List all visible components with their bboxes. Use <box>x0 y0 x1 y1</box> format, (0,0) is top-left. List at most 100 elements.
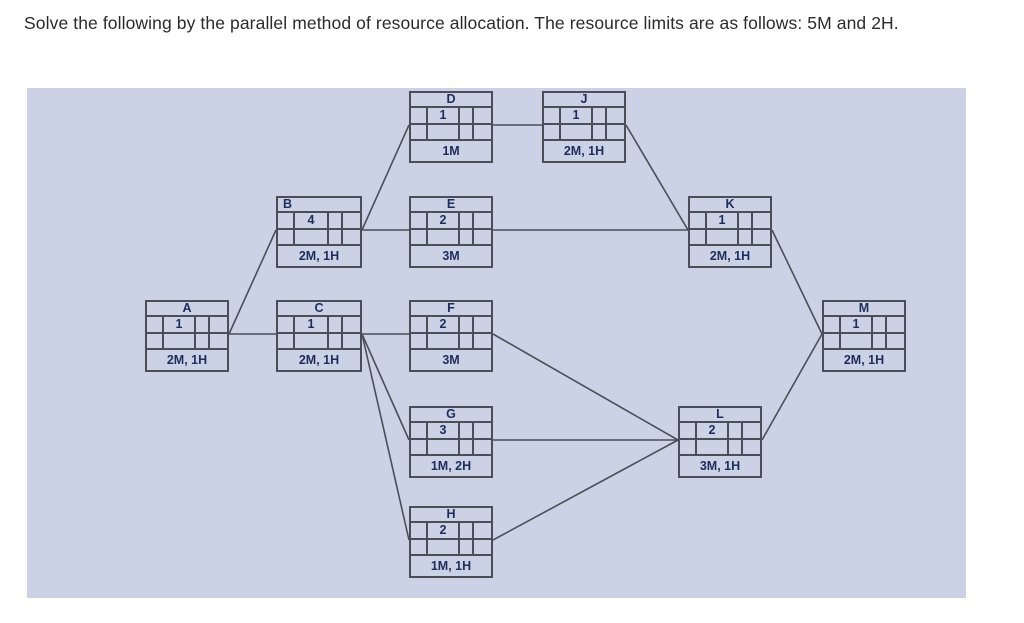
node-duration-row: 1 <box>544 108 624 125</box>
edge-b-d <box>361 124 410 231</box>
node-schedule-row <box>411 540 491 556</box>
node-duration: 2 <box>697 423 729 438</box>
node-cell-empty <box>743 423 760 438</box>
node-cell-empty <box>739 213 753 228</box>
node-cell-empty <box>887 317 904 332</box>
node-cell-empty <box>544 125 561 139</box>
edge-c-g <box>361 333 410 441</box>
node-resources: 2M, 1H <box>563 143 605 158</box>
node-duration-row: 1 <box>411 108 491 125</box>
node-cell-empty <box>474 440 491 454</box>
node-schedule-row <box>411 125 491 141</box>
node-schedule-row <box>411 230 491 246</box>
node-label: F <box>411 302 491 317</box>
node-duration-row: 1 <box>278 317 360 334</box>
node-cell-empty <box>343 230 360 244</box>
node-duration-row: 2 <box>680 423 760 440</box>
node-resources: 3M, 1H <box>699 458 741 473</box>
node-duration: 1 <box>295 317 329 332</box>
node-cell-empty <box>460 108 474 123</box>
node-cell-empty <box>278 230 295 244</box>
node-schedule-row <box>680 440 760 456</box>
node-resources: 1M <box>442 143 460 158</box>
node-duration: 2 <box>428 317 460 332</box>
node-cell-empty <box>873 317 887 332</box>
node-cell-empty <box>739 230 753 244</box>
node-cell-empty <box>593 108 607 123</box>
node-duration: 3 <box>428 423 460 438</box>
node-cell-empty <box>295 230 329 244</box>
node-duration-row: 2 <box>411 213 491 230</box>
node-label: D <box>411 93 491 108</box>
node-label: C <box>278 302 360 317</box>
node-cell-empty <box>593 125 607 139</box>
node-cell-empty <box>474 230 491 244</box>
node-cell-empty <box>460 334 474 348</box>
node-duration: 4 <box>295 213 329 228</box>
node-cell-empty <box>147 334 164 348</box>
node-cell-empty <box>824 317 841 332</box>
node-label: E <box>411 198 491 213</box>
node-cell-empty <box>147 317 164 332</box>
node-cell-empty <box>295 334 329 348</box>
node-cell-empty <box>474 523 491 538</box>
node-cell-empty <box>278 334 295 348</box>
node-cell-empty <box>411 213 428 228</box>
node-cell-empty <box>729 440 743 454</box>
node-schedule-row <box>147 334 227 350</box>
edge-k-m <box>771 229 823 335</box>
node-duration-row: 1 <box>690 213 770 230</box>
node-cell-empty <box>561 125 593 139</box>
node-cell-empty <box>411 334 428 348</box>
node-cell-empty <box>210 317 227 332</box>
node-cell-empty <box>460 423 474 438</box>
node-cell-empty <box>460 523 474 538</box>
node-cell-empty <box>196 334 210 348</box>
node-duration: 1 <box>841 317 873 332</box>
node-cell-empty <box>544 108 561 123</box>
node-cell-empty <box>460 540 474 554</box>
node-cell-empty <box>329 317 343 332</box>
node-cell-empty <box>411 125 428 139</box>
node-cell-empty <box>428 540 460 554</box>
node-cell-empty <box>411 540 428 554</box>
edge-f-l <box>492 333 679 441</box>
node-cell-empty <box>753 213 770 228</box>
node-cell-empty <box>474 213 491 228</box>
node-cell-empty <box>474 334 491 348</box>
node-label: M <box>824 302 904 317</box>
node-cell-empty <box>428 125 460 139</box>
node-duration: 2 <box>428 523 460 538</box>
edge-h-l <box>492 439 679 541</box>
node-resources: 2M, 1H <box>298 248 340 263</box>
node-cell-empty <box>278 317 295 332</box>
node-cell-empty <box>460 317 474 332</box>
node-cell-empty <box>873 334 887 348</box>
node-schedule-row <box>411 440 491 456</box>
node-cell-empty <box>460 230 474 244</box>
node-duration: 1 <box>561 108 593 123</box>
node-resources: 1M, 2H <box>430 458 472 473</box>
node-duration-row: 3 <box>411 423 491 440</box>
node-label: A <box>147 302 227 317</box>
node-cell-empty <box>343 213 360 228</box>
node-cell-empty <box>690 213 707 228</box>
node-cell-empty <box>411 108 428 123</box>
edge-j-k <box>625 124 689 231</box>
node-label: J <box>544 93 624 108</box>
node-cell-empty <box>411 317 428 332</box>
node-cell-empty <box>474 317 491 332</box>
node-cell-empty <box>841 334 873 348</box>
node-duration-row: 1 <box>824 317 904 334</box>
node-duration-row: 2 <box>411 317 491 334</box>
node-schedule-row <box>278 334 360 350</box>
